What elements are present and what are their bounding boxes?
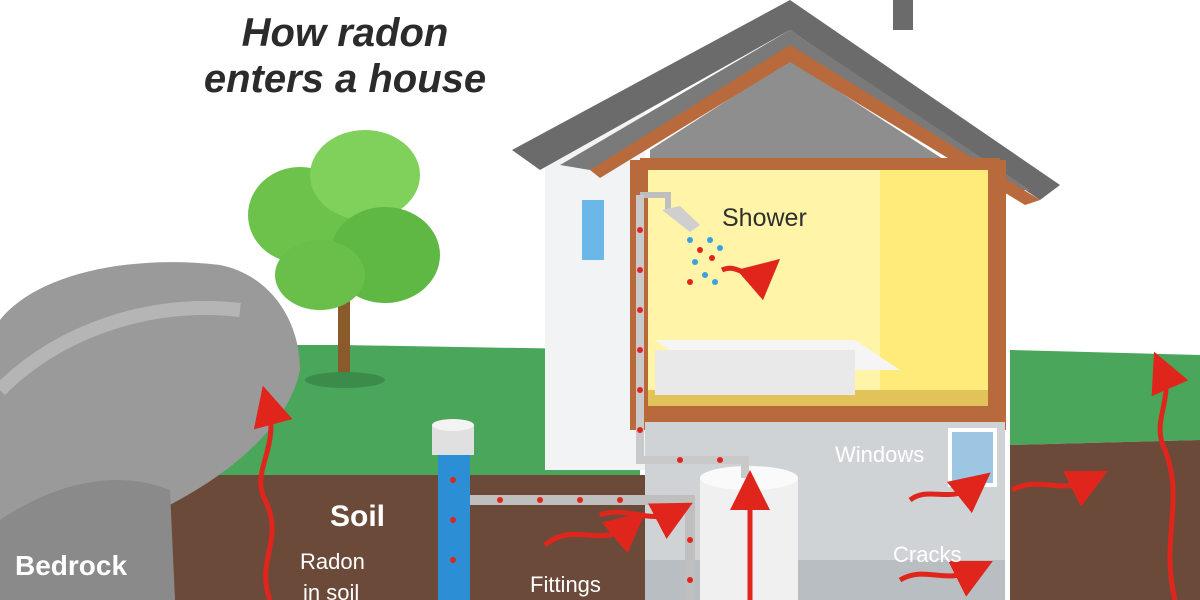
bathtub-front: [655, 350, 855, 395]
radon-arrows: [253, 258, 1189, 600]
pipe-vertical: [636, 195, 749, 478]
label-radon-in-soil-2: in soil: [303, 580, 360, 600]
label-radon-in-soil-1: Radon: [300, 549, 365, 574]
tree-leaves-b: [310, 130, 420, 220]
roof: [512, 0, 1060, 200]
radon-arrow-shower: [720, 258, 781, 301]
lawn-right: [1010, 350, 1200, 445]
tree-shadow: [305, 372, 385, 388]
frame-gable: [590, 45, 1040, 205]
frame-floor-beam: [640, 406, 1000, 422]
basement-window: [948, 428, 997, 487]
house-side-wall: [545, 90, 645, 470]
side-window: [582, 200, 604, 260]
label-bedrock: Bedrock: [15, 550, 128, 581]
radon-dots: [450, 227, 723, 583]
frame-top-beam: [640, 158, 1000, 170]
shower-spray: [687, 237, 723, 285]
radon-arrow-crack-b: [1010, 471, 1108, 507]
label-shower: Shower: [722, 204, 807, 232]
radon-arrow-crack-a: [908, 472, 991, 514]
well-cap-top: [432, 419, 474, 431]
chimney: [893, 0, 913, 30]
radon-arrow-crack-c: [898, 561, 993, 597]
soil-left: [120, 475, 645, 600]
title-line-1: How radon: [241, 11, 449, 55]
label-soil: Soil: [330, 500, 386, 533]
bathroom-right-wall: [880, 170, 988, 406]
label-cracks: Cracks: [893, 542, 962, 567]
title-line-2: enters a house: [203, 57, 487, 101]
bedrock-lower: [0, 480, 175, 600]
shower-pipe: [640, 192, 671, 212]
radon-arrow-right: [1151, 351, 1189, 600]
label-fittings: Fittings: [530, 572, 601, 597]
radon-arrow-soil: [543, 512, 646, 554]
diagram-title: How radon enters a house: [150, 10, 540, 102]
bedrock-highlight: [0, 301, 241, 395]
shower-head: [662, 206, 700, 232]
frame-right-post: [988, 160, 1006, 430]
radon-arrow-left: [253, 385, 293, 600]
soil-right: [1010, 440, 1200, 600]
tree-leaves-d: [275, 240, 365, 310]
radon-arrow-fittings: [599, 502, 693, 539]
label-windows: Windows: [835, 442, 925, 467]
attic: [650, 60, 960, 170]
